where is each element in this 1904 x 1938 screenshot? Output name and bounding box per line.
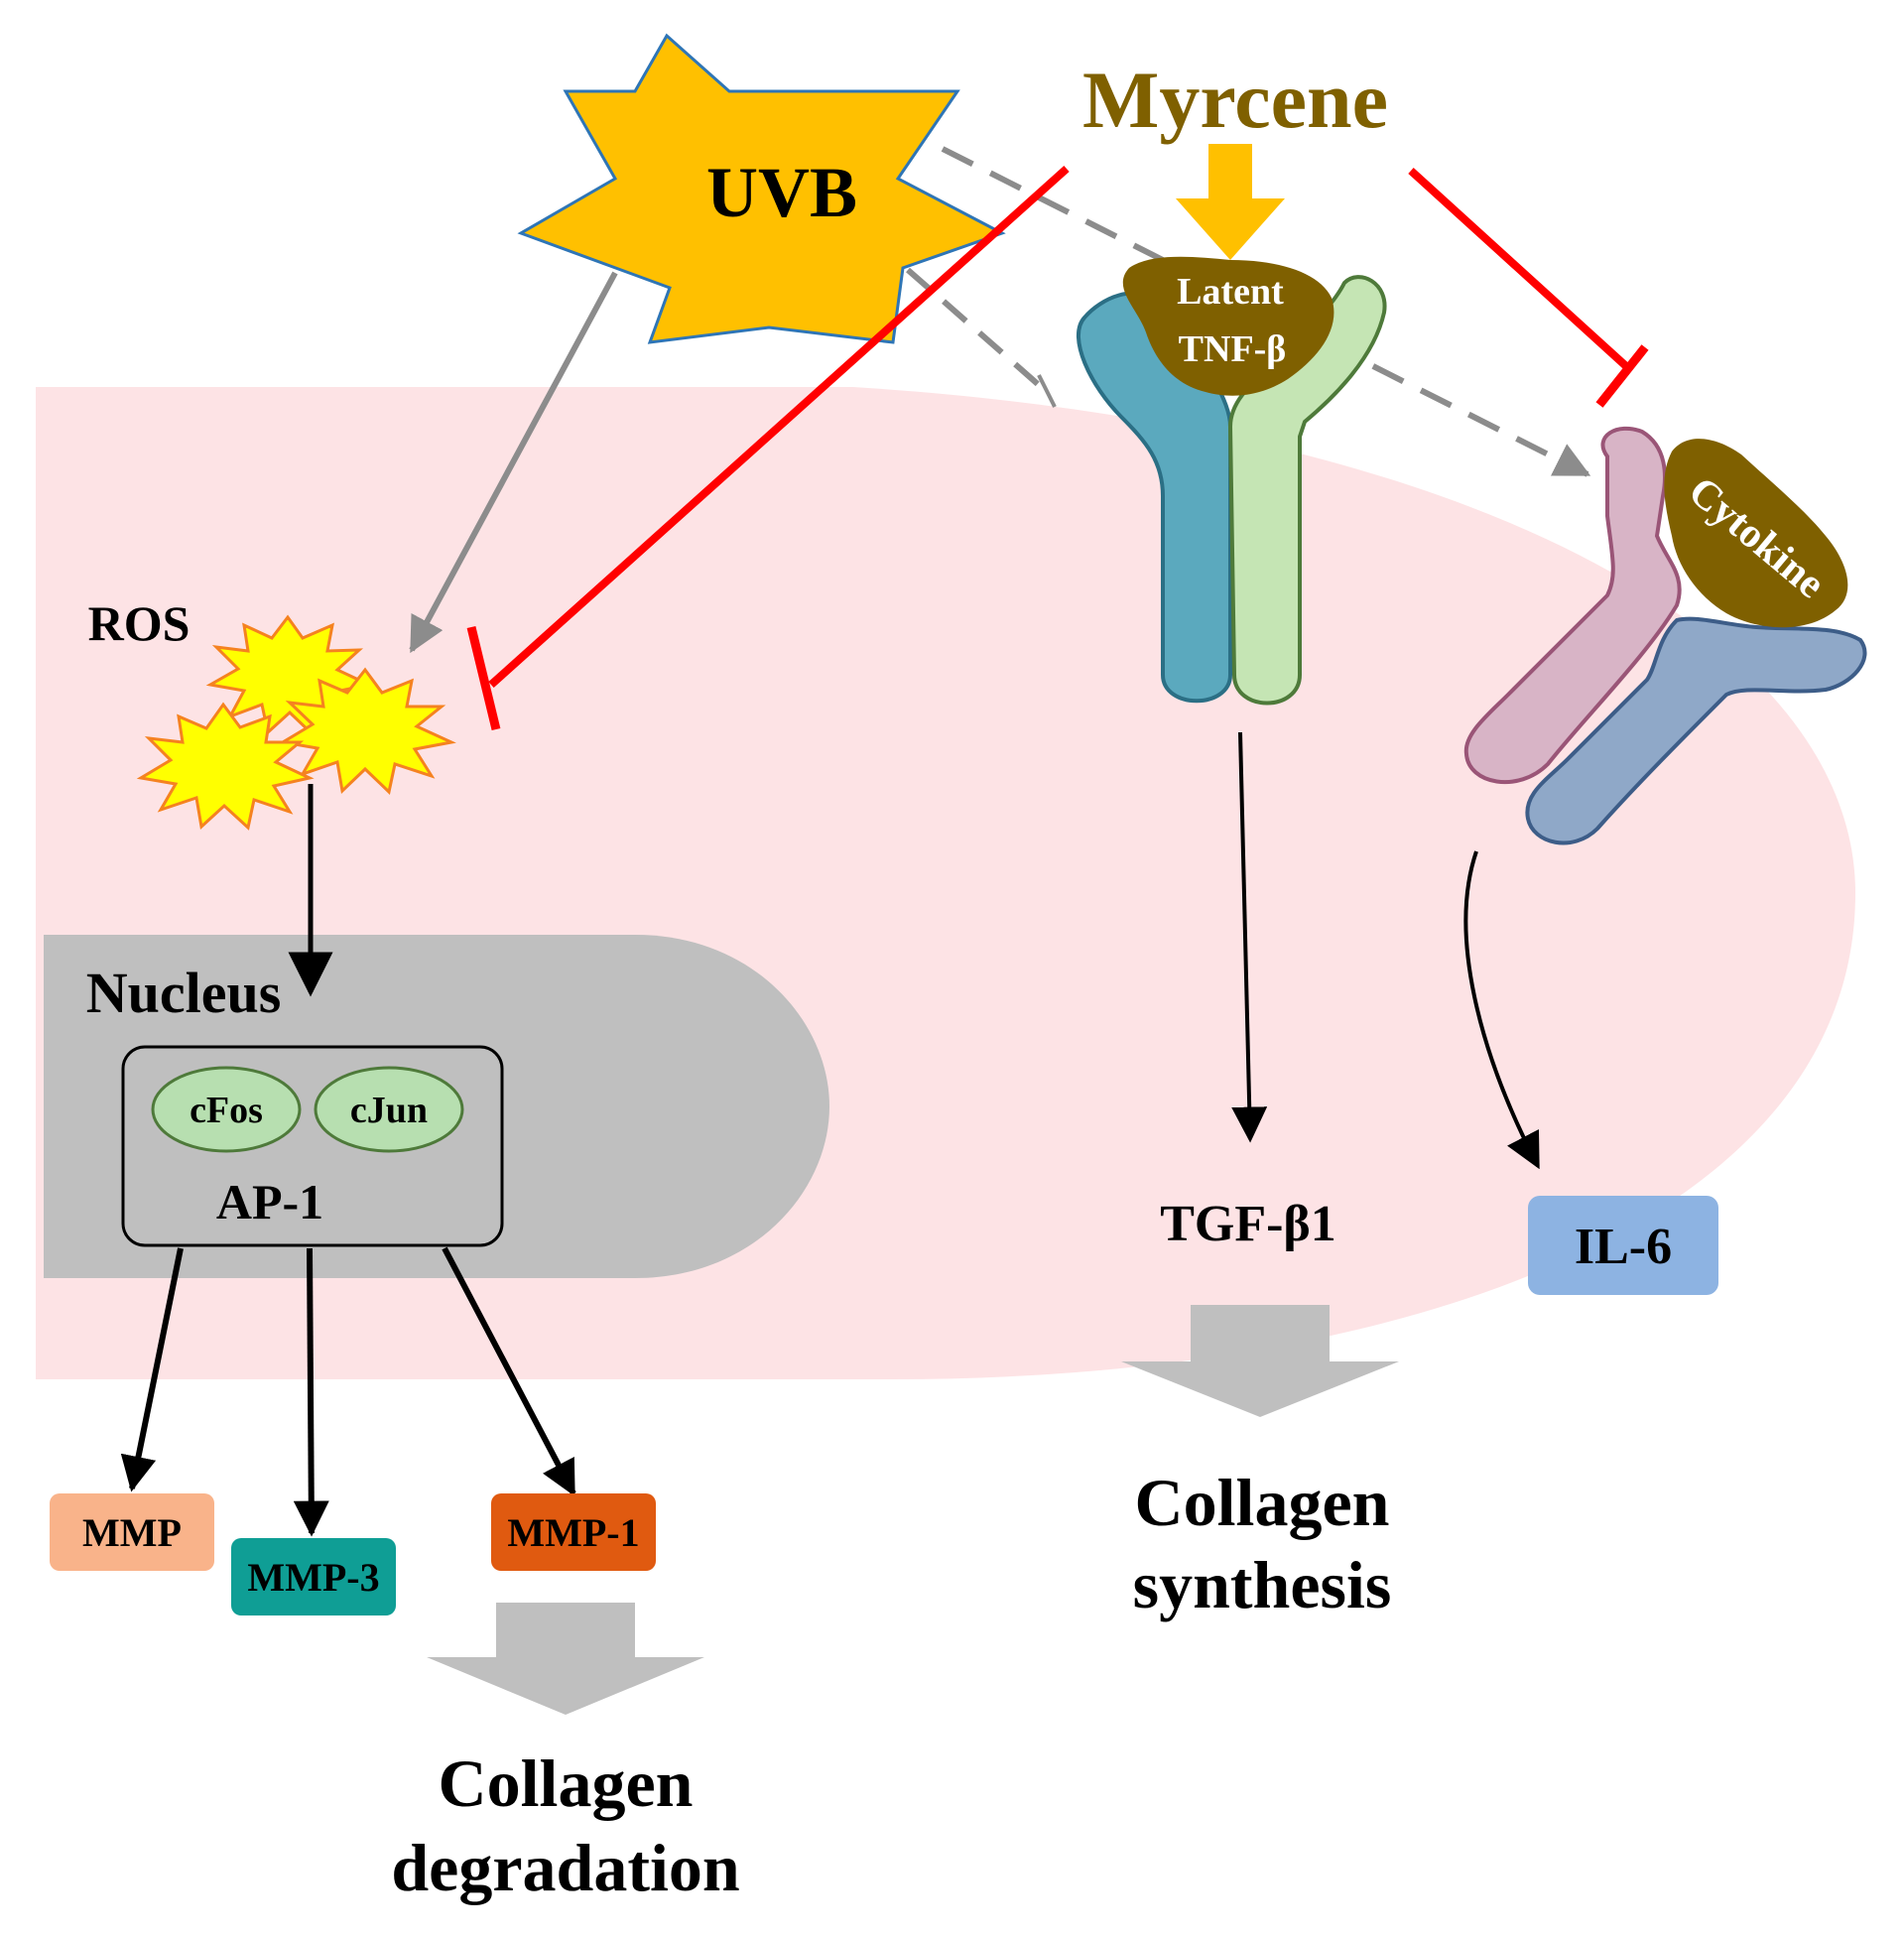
collagen-degradation-line2: degradation: [391, 1830, 739, 1905]
synthesis-block-arrow: [1121, 1305, 1399, 1417]
latent-label: Latent: [1177, 271, 1284, 313]
tnf-to-tgf-arrow: [1231, 731, 1268, 1143]
ros-burst-icon: [278, 667, 456, 795]
uvb-to-ros-arrow: [409, 271, 618, 654]
cytokine-receptor-right-chain: [1525, 616, 1867, 845]
mmp1-label: MMP-1: [507, 1510, 639, 1555]
myrcene-inhibits-ros-bar: [466, 625, 501, 731]
degradation-block-arrow: [427, 1603, 704, 1715]
myrcene-inhibits-cytokine: [1408, 168, 1630, 370]
collagen-degradation-line1: Collagen: [439, 1745, 694, 1821]
collagen-synthesis-line1: Collagen: [1135, 1465, 1390, 1540]
cytokine-to-il6-arrow: [1463, 850, 1540, 1170]
uvb-to-tnf-dashed-inhibit: [906, 267, 1049, 395]
collagen-synthesis-line2: synthesis: [1133, 1547, 1392, 1622]
myrcene-inhibits-ros: [488, 166, 1070, 688]
cfos-subunit: [151, 1066, 302, 1153]
ros-label: ROS: [88, 595, 190, 651]
cytokine-ligand: [1664, 439, 1848, 628]
latent-tnf-ligand: [1122, 256, 1334, 396]
uvb-to-cytokine-dashed-arrow: [941, 146, 1591, 477]
cfos-label: cFos: [190, 1090, 263, 1131]
uvb-label: UVB: [706, 153, 857, 232]
ap1-to-mmp1-arrow: [442, 1246, 576, 1497]
ap1-to-mmp-arrow: [120, 1247, 184, 1492]
mmp1-box: [491, 1493, 656, 1571]
myrcene-label: Myrcene: [1082, 55, 1388, 145]
uvb-star-icon: [517, 33, 1006, 344]
uvb-to-tnf-dashed-inhibit-bar: [1037, 374, 1057, 408]
mmp3-label: MMP-3: [247, 1555, 379, 1600]
nucleus-label: Nucleus: [86, 961, 282, 1025]
mmp-box: [50, 1493, 214, 1571]
mmp3-box: [231, 1538, 396, 1615]
ros-burst-icon: [136, 702, 315, 831]
ap1-label: AP-1: [216, 1174, 323, 1229]
ap1-to-mmp3-arrow: [293, 1247, 329, 1537]
cjun-label: cJun: [350, 1090, 428, 1131]
cytokine-receptor: [1463, 426, 1867, 845]
myrcene-inhibits-cytokine-bar: [1595, 344, 1649, 408]
il6-box: [1528, 1196, 1718, 1295]
myrcene-activation-arrow: [1176, 144, 1285, 260]
ros-cluster: [136, 614, 456, 831]
tnf-beta-label: TNF-β: [1179, 328, 1287, 370]
mmp-label: MMP: [82, 1510, 182, 1555]
cytokine-receptor-left-chain: [1463, 426, 1682, 785]
cjun-subunit: [314, 1066, 464, 1153]
tgf-label: TGF-β1: [1160, 1196, 1336, 1252]
il6-label: IL-6: [1575, 1219, 1672, 1275]
